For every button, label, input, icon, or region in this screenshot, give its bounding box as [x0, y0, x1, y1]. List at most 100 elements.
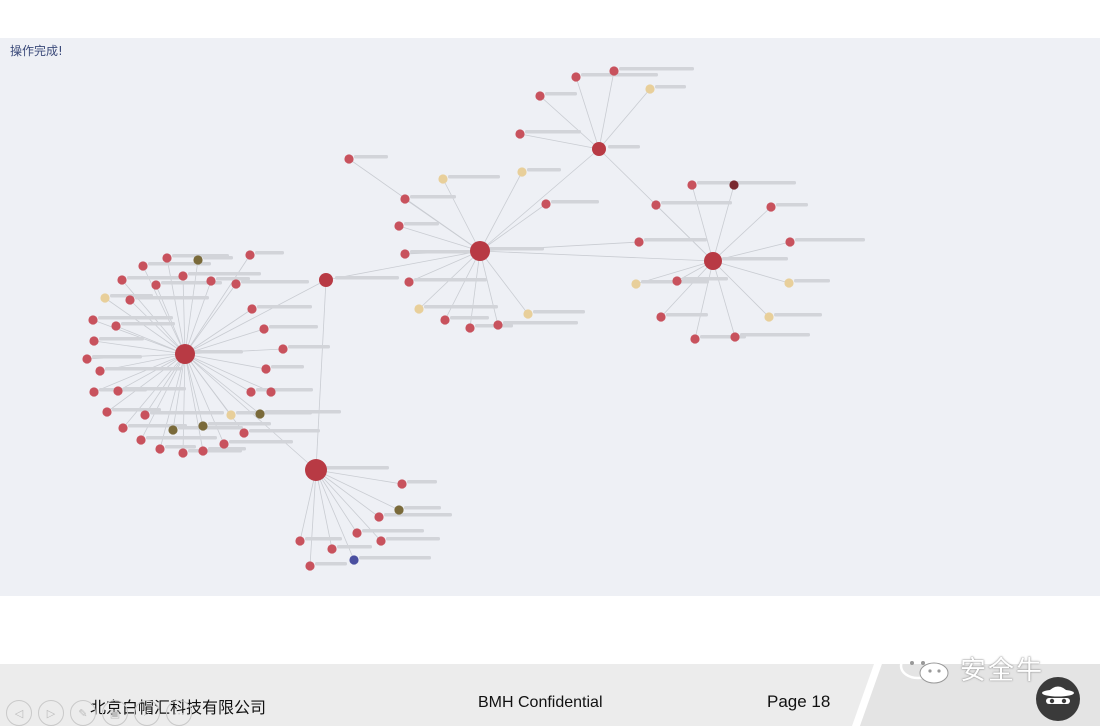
graph-node[interactable]: [465, 323, 475, 333]
graph-node[interactable]: [226, 410, 236, 420]
graph-node[interactable]: [656, 312, 666, 322]
graph-node[interactable]: [259, 324, 269, 334]
graph-node[interactable]: [440, 315, 450, 325]
nav-button-1[interactable]: ◁: [6, 700, 32, 726]
graph-edge: [129, 299, 186, 355]
graph-node[interactable]: [117, 275, 127, 285]
graph-node[interactable]: [687, 180, 697, 190]
graph-node[interactable]: [82, 354, 92, 364]
nav-button-2[interactable]: ▷: [38, 700, 64, 726]
graph-node[interactable]: [136, 435, 146, 445]
graph-node[interactable]: [571, 72, 581, 82]
graph-node[interactable]: [88, 315, 98, 325]
graph-node[interactable]: [198, 446, 208, 456]
graph-hub-node[interactable]: [305, 459, 327, 481]
graph-hub-node[interactable]: [592, 142, 606, 156]
graph-node[interactable]: [414, 304, 424, 314]
graph-node[interactable]: [219, 439, 229, 449]
graph-node[interactable]: [193, 255, 203, 265]
graph-node[interactable]: [645, 84, 655, 94]
graph-node[interactable]: [138, 261, 148, 271]
graph-node[interactable]: [246, 387, 256, 397]
graph-node[interactable]: [404, 277, 414, 287]
graph-node[interactable]: [651, 200, 661, 210]
graph-node[interactable]: [261, 364, 271, 374]
graph-node[interactable]: [493, 320, 503, 330]
graph-node[interactable]: [515, 129, 525, 139]
graph-node[interactable]: [118, 423, 128, 433]
nav-button-5[interactable]: ⌕: [134, 700, 160, 726]
graph-node[interactable]: [102, 407, 112, 417]
graph-node[interactable]: [239, 428, 249, 438]
node-label-blur: [581, 73, 658, 77]
graph-node[interactable]: [729, 180, 739, 190]
graph-node[interactable]: [672, 276, 682, 286]
graph-node[interactable]: [247, 304, 257, 314]
graph-edge: [479, 250, 529, 315]
graph-node[interactable]: [206, 276, 216, 286]
nav-button-4[interactable]: ▣: [102, 700, 128, 726]
graph-node[interactable]: [609, 66, 619, 76]
graph-node[interactable]: [89, 387, 99, 397]
graph-edge: [122, 353, 186, 429]
graph-node[interactable]: [125, 295, 135, 305]
graph-node[interactable]: [245, 250, 255, 260]
graph-node[interactable]: [168, 425, 178, 435]
graph-node[interactable]: [344, 154, 354, 164]
graph-node[interactable]: [95, 366, 105, 376]
graph-node[interactable]: [400, 249, 410, 259]
graph-hub-node[interactable]: [175, 344, 195, 364]
graph-node[interactable]: [730, 332, 740, 342]
graph-node[interactable]: [266, 387, 276, 397]
graph-node[interactable]: [785, 237, 795, 247]
graph-node[interactable]: [295, 536, 305, 546]
graph-node[interactable]: [690, 334, 700, 344]
graph-hub-node[interactable]: [704, 252, 722, 270]
graph-node[interactable]: [178, 271, 188, 281]
graph-node[interactable]: [394, 505, 404, 515]
graph-node[interactable]: [113, 386, 123, 396]
graph-node[interactable]: [155, 444, 165, 454]
graph-edge: [315, 469, 400, 511]
nav-button-3[interactable]: ✎: [70, 700, 96, 726]
graph-edge: [479, 250, 499, 326]
graph-edge: [398, 225, 481, 252]
graph-node[interactable]: [198, 421, 208, 431]
graph-node[interactable]: [438, 174, 448, 184]
graph-node[interactable]: [151, 280, 161, 290]
nav-button-6[interactable]: ⋯: [166, 700, 192, 726]
network-graph[interactable]: [0, 38, 1100, 596]
graph-hub-node[interactable]: [470, 241, 490, 261]
graph-node[interactable]: [100, 293, 110, 303]
graph-node[interactable]: [278, 344, 288, 354]
graph-node[interactable]: [178, 448, 188, 458]
graph-node[interactable]: [140, 410, 150, 420]
graph-node[interactable]: [634, 237, 644, 247]
graph-node[interactable]: [111, 321, 121, 331]
graph-node[interactable]: [349, 555, 359, 565]
graph-node[interactable]: [376, 536, 386, 546]
graph-node[interactable]: [541, 199, 551, 209]
graph-hub-node[interactable]: [319, 273, 333, 287]
graph-edge: [469, 250, 481, 329]
graph-node[interactable]: [517, 167, 527, 177]
graph-node[interactable]: [327, 544, 337, 554]
graph-node[interactable]: [397, 479, 407, 489]
graph-node[interactable]: [764, 312, 774, 322]
graph-node[interactable]: [535, 91, 545, 101]
graph-node[interactable]: [305, 561, 315, 571]
graph-node[interactable]: [374, 512, 384, 522]
graph-node[interactable]: [231, 279, 241, 289]
node-label-blur: [407, 480, 437, 484]
graph-node[interactable]: [766, 202, 776, 212]
graph-node[interactable]: [394, 221, 404, 231]
graph-node[interactable]: [400, 194, 410, 204]
graph-node[interactable]: [352, 528, 362, 538]
graph-node[interactable]: [162, 253, 172, 263]
graph-node[interactable]: [523, 309, 533, 319]
node-label-blur: [249, 429, 320, 433]
graph-node[interactable]: [631, 279, 641, 289]
graph-node[interactable]: [784, 278, 794, 288]
graph-node[interactable]: [255, 409, 265, 419]
graph-node[interactable]: [89, 336, 99, 346]
